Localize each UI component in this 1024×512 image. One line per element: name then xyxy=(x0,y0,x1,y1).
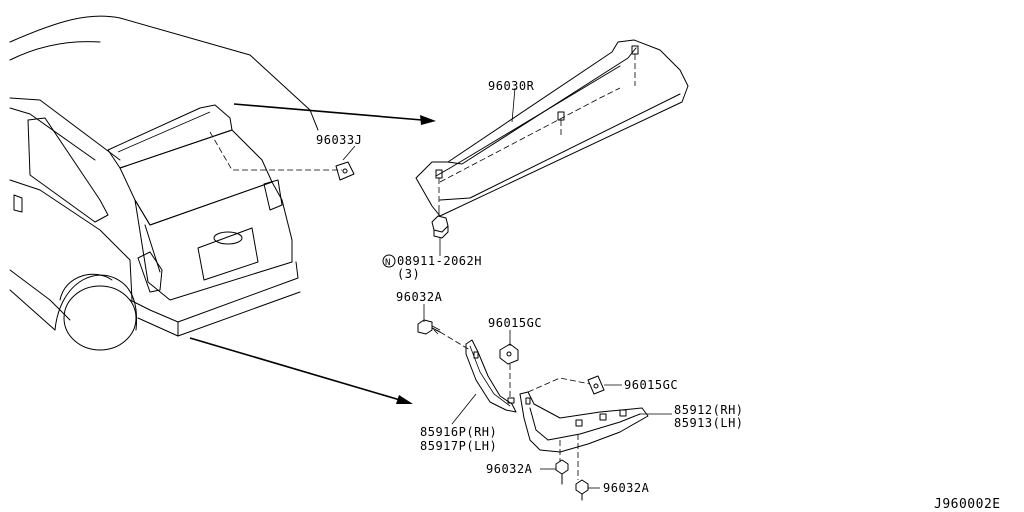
spoiler-part xyxy=(415,39,689,217)
screw-top-part xyxy=(417,304,471,351)
label-grommet-center: 96015GC xyxy=(488,316,542,330)
label-nut-qty: (3) xyxy=(397,267,420,281)
side-finisher-part xyxy=(451,339,517,425)
nut-part xyxy=(431,210,449,256)
label-lower-rh: 85912(RH) xyxy=(674,403,744,417)
label-bracket-j: 96033J xyxy=(316,133,362,147)
label-screw-top: 96032A xyxy=(396,290,443,304)
nut-symbol-icon xyxy=(382,254,396,268)
label-grommet-right: 96015GC xyxy=(624,378,678,392)
label-nut-symbol: N xyxy=(385,258,391,268)
label-lower-lh: 85913(LH) xyxy=(674,416,744,430)
diagram-code: J960002E xyxy=(934,497,1001,512)
screw-bottom-b-part xyxy=(575,479,600,501)
screw-bottom-a-part xyxy=(540,459,569,485)
pointer-arrows xyxy=(189,103,436,404)
bracket-part xyxy=(335,145,356,181)
label-side-rh: 85916P(RH) xyxy=(420,425,497,439)
label-nut-number: 08911-2062H xyxy=(397,254,482,268)
grommet-right-part xyxy=(587,375,622,395)
label-screw-bottom-b: 96032A xyxy=(603,481,650,495)
vehicle-outline xyxy=(9,15,319,351)
label-screw-bottom-a: 96032A xyxy=(486,462,533,476)
bracket-dash-link xyxy=(209,131,342,171)
label-side-lh: 85917P(LH) xyxy=(420,439,497,453)
lower-finisher-part xyxy=(519,377,672,480)
grommet-center-part xyxy=(499,330,519,398)
label-spoiler: 96030R xyxy=(488,79,535,93)
